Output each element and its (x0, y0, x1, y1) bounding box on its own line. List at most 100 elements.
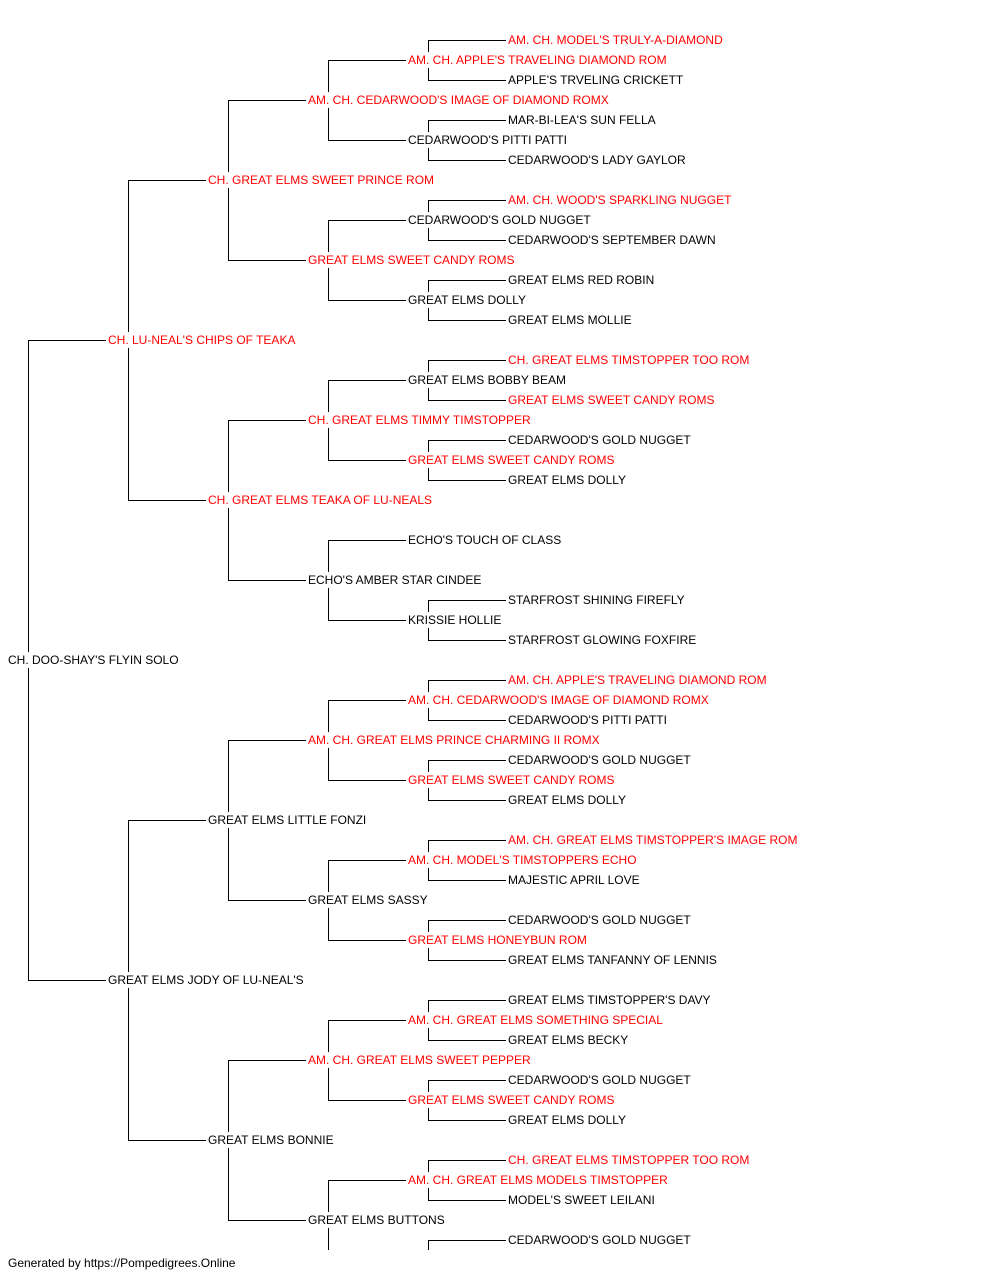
connector-line (128, 348, 206, 501)
connector-line (428, 68, 506, 81)
connector-line (428, 360, 506, 372)
connector-line (428, 760, 506, 772)
dog-name: AM. CH. APPLE'S TRAVELING DIAMOND ROM (408, 53, 667, 67)
connector-line (328, 540, 406, 572)
connector-line (328, 380, 406, 412)
connector-line (128, 988, 206, 1141)
connector-line (428, 388, 506, 401)
dog-name: GREAT ELMS SWEET CANDY ROMS (408, 773, 614, 787)
connector-line (428, 120, 506, 132)
dog-name: CEDARWOOD'S GOLD NUGGET (508, 913, 691, 927)
dog-name: GREAT ELMS HONEYBUN ROM (408, 933, 587, 947)
connector-line (328, 860, 406, 892)
connector-line (328, 1180, 406, 1212)
dog-name: AM. CH. APPLE'S TRAVELING DIAMOND ROM (508, 673, 767, 687)
dog-name: GREAT ELMS SWEET CANDY ROMS (408, 453, 614, 467)
connector-line (428, 1240, 506, 1250)
connector-line (328, 60, 406, 92)
connector-line (428, 1108, 506, 1121)
dog-name: GREAT ELMS DOLLY (508, 1113, 626, 1127)
dog-name: CEDARWOOD'S PITTI PATTI (408, 133, 567, 147)
connector-line (328, 1068, 406, 1101)
connector-line (328, 700, 406, 732)
connector-line (228, 508, 306, 581)
connector-line (428, 680, 506, 692)
dog-name: GREAT ELMS BONNIE (208, 1133, 334, 1147)
dog-name: APPLE'S TRVELING CRICKETT (508, 73, 684, 87)
connector-line (428, 1028, 506, 1041)
connector-line (428, 1000, 506, 1012)
connector-line (428, 1080, 506, 1092)
dog-name: GREAT ELMS BOBBY BEAM (408, 373, 566, 387)
connector-line (428, 920, 506, 932)
dog-name: AM. CH. WOOD'S SPARKLING NUGGET (508, 193, 732, 207)
dog-name: AM. CH. GREAT ELMS SOMETHING SPECIAL (408, 1013, 663, 1027)
dog-name: CEDARWOOD'S GOLD NUGGET (508, 433, 691, 447)
connector-line (428, 228, 506, 241)
connector-line (428, 440, 506, 452)
dog-name: GREAT ELMS SASSY (308, 893, 428, 907)
connector-line (328, 428, 406, 461)
dog-name: GREAT ELMS RED ROBIN (508, 273, 654, 287)
dog-name: GREAT ELMS DOLLY (408, 293, 526, 307)
dog-name: CEDARWOOD'S PITTI PATTI (508, 713, 667, 727)
connector-line (328, 268, 406, 301)
dog-name: GREAT ELMS BECKY (508, 1033, 628, 1047)
dog-name: GREAT ELMS LITTLE FONZI (208, 813, 366, 827)
dog-name: AM. CH. GREAT ELMS PRINCE CHARMING II RO… (308, 733, 600, 747)
connector-line (428, 788, 506, 801)
connector-line (228, 1060, 306, 1132)
generated-by-footer: Generated by https://Pompedigrees.Online (8, 1256, 236, 1270)
dog-name: AM. CH. GREAT ELMS SWEET PEPPER (308, 1053, 531, 1067)
dog-name: ECHO'S AMBER STAR CINDEE (308, 573, 481, 587)
connector-line (328, 748, 406, 781)
connector-line (428, 868, 506, 881)
connector-line (428, 600, 506, 612)
dog-name: CEDARWOOD'S GOLD NUGGET (408, 213, 591, 227)
dog-name: GREAT ELMS MOLLIE (508, 313, 632, 327)
dog-name: GREAT ELMS DOLLY (508, 473, 626, 487)
connector-line (428, 840, 506, 852)
connector-line (128, 820, 206, 972)
pedigree-tree: CH. DOO-SHAY'S FLYIN SOLO CH. LU-NEAL'S C… (8, 33, 797, 1250)
dog-name: CEDARWOOD'S GOLD NUGGET (508, 1073, 691, 1087)
dog-name: CH. DOO-SHAY'S FLYIN SOLO (8, 653, 179, 667)
dog-name: GREAT ELMS JODY OF LU-NEAL'S (108, 973, 304, 987)
connector-line (228, 740, 306, 812)
dog-name: CH. GREAT ELMS TEAKA OF LU-NEALS (208, 493, 432, 507)
dog-name: STARFROST GLOWING FOXFIRE (508, 633, 696, 647)
connector-line (428, 308, 506, 321)
dog-name: CH. GREAT ELMS TIMSTOPPER TOO ROM (508, 1153, 749, 1167)
connector-line (228, 188, 306, 261)
connector-line (28, 340, 106, 652)
dog-name: CEDARWOOD'S LADY GAYLOR (508, 153, 686, 167)
dog-name: AM. CH. GREAT ELMS TIMSTOPPER'S IMAGE RO… (508, 833, 797, 847)
dog-name: AM. CH. CEDARWOOD'S IMAGE OF DIAMOND ROM… (408, 693, 709, 707)
connector-line (328, 220, 406, 252)
connector-line (128, 180, 206, 332)
dog-name: AM. CH. CEDARWOOD'S IMAGE OF DIAMOND ROM… (308, 93, 609, 107)
dog-name: ECHO'S TOUCH OF CLASS (408, 533, 561, 547)
connector-line (428, 1188, 506, 1201)
connector-line (228, 100, 306, 172)
dog-name: CH. GREAT ELMS TIMSTOPPER TOO ROM (508, 353, 749, 367)
connector-line (328, 1228, 329, 1250)
dog-name: GREAT ELMS TANFANNY OF LENNIS (508, 953, 717, 967)
connector-line (328, 1020, 406, 1052)
connector-line (428, 948, 506, 961)
connector-line (228, 1148, 306, 1221)
connector-line (428, 280, 506, 292)
connector-line (328, 588, 406, 621)
connector-line (228, 828, 306, 901)
dog-name: MAR-BI-LEA'S SUN FELLA (508, 113, 656, 127)
dog-name: GREAT ELMS SWEET CANDY ROMS (308, 253, 514, 267)
dog-name: CEDARWOOD'S SEPTEMBER DAWN (508, 233, 716, 247)
connector-line (28, 668, 106, 981)
dog-name: AM. CH. MODEL'S TRULY-A-DIAMOND (508, 33, 723, 47)
dog-name: AM. CH. MODEL'S TIMSTOPPERS ECHO (408, 853, 637, 867)
dog-name: CH. LU-NEAL'S CHIPS OF TEAKA (108, 333, 295, 347)
connector-line (228, 420, 306, 492)
dog-name: CH. GREAT ELMS TIMMY TIMSTOPPER (308, 413, 531, 427)
dog-name: MODEL'S SWEET LEILANI (508, 1193, 655, 1207)
dog-name: GREAT ELMS SWEET CANDY ROMS (408, 1093, 614, 1107)
